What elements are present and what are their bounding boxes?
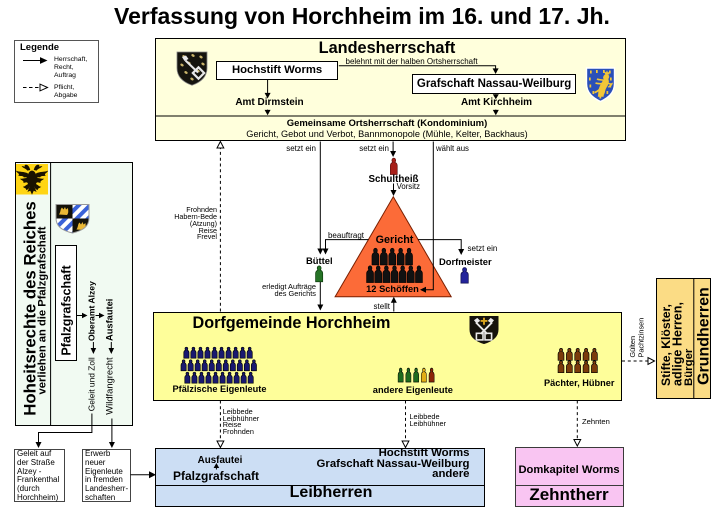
svg-text:Gülten: Gülten <box>628 336 637 358</box>
svg-text:Pachtzinsen: Pachtzinsen <box>636 318 645 358</box>
